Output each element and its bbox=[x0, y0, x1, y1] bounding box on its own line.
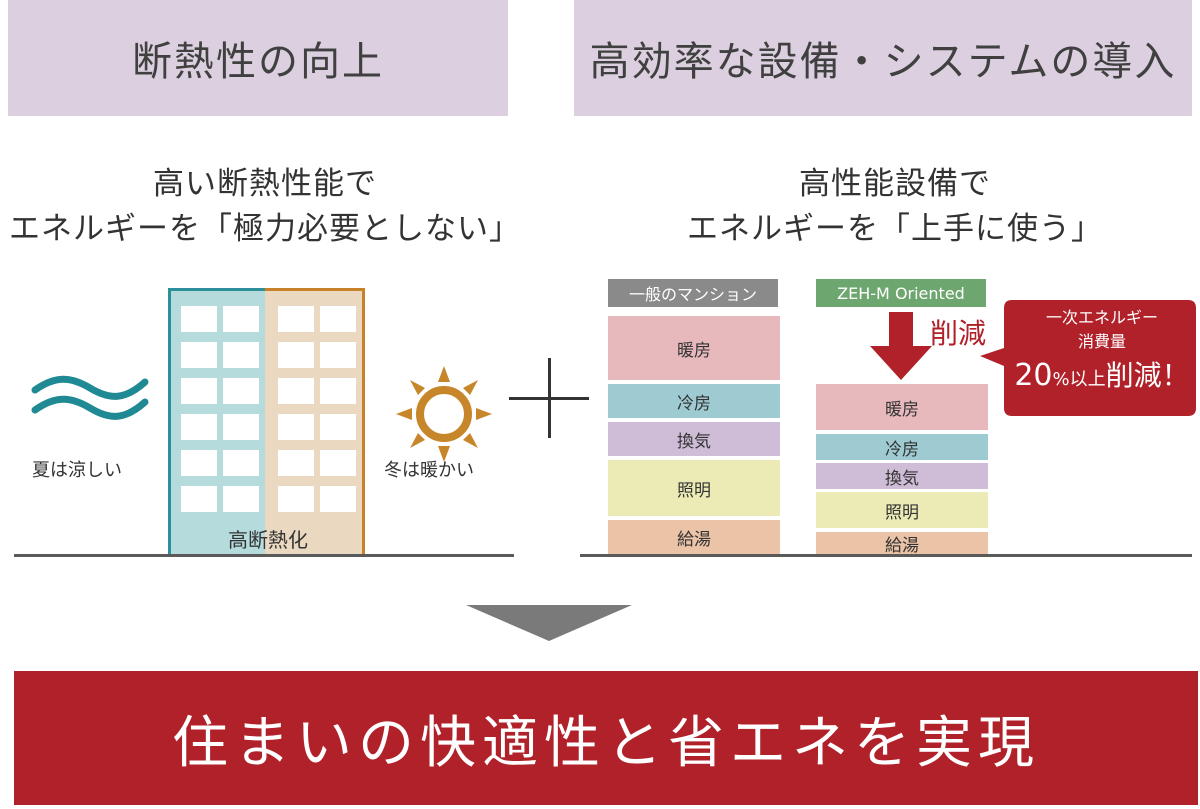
conclusion-text: 住まいの快適性と省エネを実現 bbox=[172, 710, 1040, 776]
callout-line3: 20%以上削減！ bbox=[1004, 354, 1200, 402]
general-heating-bar: 暖房 bbox=[608, 316, 780, 380]
right-ground-line bbox=[580, 554, 1192, 557]
left-subtitle-line2: エネルギーを「極力必要としない」 bbox=[9, 211, 521, 247]
callout-line2: 消費量 bbox=[1077, 332, 1126, 351]
summer-label: 夏は涼しい bbox=[32, 460, 122, 481]
left-subtitle: 高い断熱性能で エネルギーを「極力必要としない」 bbox=[0, 162, 530, 252]
right-banner-title: 高効率な設備・システムの導入 bbox=[589, 39, 1177, 85]
building-windows bbox=[168, 288, 368, 554]
general-ventilation-bar: 換気 bbox=[608, 422, 780, 456]
plus-icon-vertical bbox=[548, 358, 551, 438]
left-subtitle-line1: 高い断熱性能で bbox=[153, 166, 377, 202]
right-subtitle-line2: エネルギーを「上手に使う」 bbox=[687, 211, 1103, 247]
building-label: 高断熱化 bbox=[228, 528, 308, 552]
down-arrow-icon bbox=[870, 312, 932, 380]
right-subtitle: 高性能設備で エネルギーを「上手に使う」 bbox=[600, 162, 1190, 252]
callout-line1: 一次エネルギー bbox=[1045, 308, 1158, 327]
zeh-cooling-bar: 冷房 bbox=[816, 434, 988, 460]
callout-percent-unit: %以上 bbox=[1052, 369, 1106, 390]
winter-label: 冬は暖かい bbox=[384, 460, 474, 481]
callout-bubble bbox=[980, 300, 1196, 416]
callout-text: 一次エネルギー 消費量 20%以上削減！ bbox=[1004, 306, 1200, 402]
left-ground-line bbox=[14, 554, 514, 557]
callout-percent: 20 bbox=[1014, 358, 1053, 393]
zeh-lighting-bar: 照明 bbox=[816, 492, 988, 528]
zeh-hot-water-bar: 給湯 bbox=[816, 532, 988, 556]
general-hot-water-bar: 給湯 bbox=[608, 520, 780, 554]
left-banner-title: 断熱性の向上 bbox=[132, 39, 384, 85]
conclusion-banner: 住まいの快適性と省エネを実現 bbox=[14, 671, 1198, 805]
general-lighting-bar: 照明 bbox=[608, 460, 780, 516]
general-mansion-header: 一般のマンション bbox=[608, 279, 778, 307]
reduction-label: 削減 bbox=[930, 317, 987, 350]
left-banner: 断熱性の向上 bbox=[8, 0, 508, 116]
zeh-heating-bar: 暖房 bbox=[816, 384, 988, 430]
sun-icon bbox=[396, 366, 492, 462]
general-cooling-bar: 冷房 bbox=[608, 384, 780, 418]
right-subtitle-line1: 高性能設備で bbox=[799, 166, 991, 202]
down-triangle-icon bbox=[466, 605, 632, 641]
zeh-ventilation-bar: 換気 bbox=[816, 463, 988, 489]
callout-suffix: 削減！ bbox=[1105, 359, 1190, 392]
right-banner: 高効率な設備・システムの導入 bbox=[574, 0, 1192, 116]
zeh-header: ZEH-M Oriented bbox=[816, 279, 986, 307]
wind-icon bbox=[31, 375, 149, 420]
